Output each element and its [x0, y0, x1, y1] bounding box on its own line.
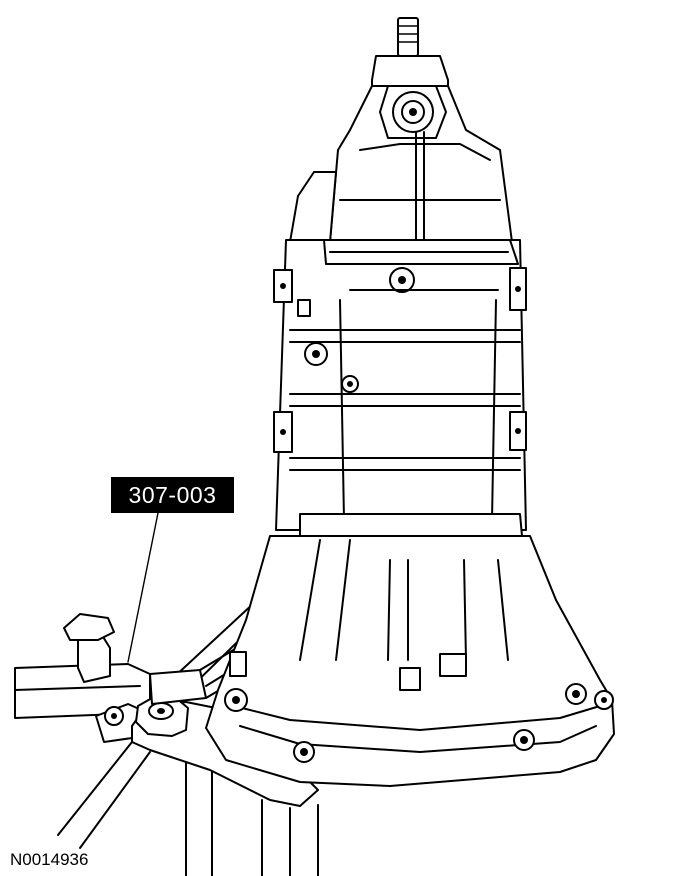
jack-column	[185, 759, 319, 876]
callout-leader-line	[127, 512, 159, 663]
extension-housing	[329, 85, 513, 561]
bell-housing	[205, 535, 615, 787]
tool-number-label: 307-003	[111, 477, 234, 513]
main-case	[273, 171, 527, 537]
adapter-arm	[14, 613, 151, 743]
figure-id: N0014936	[10, 850, 89, 869]
